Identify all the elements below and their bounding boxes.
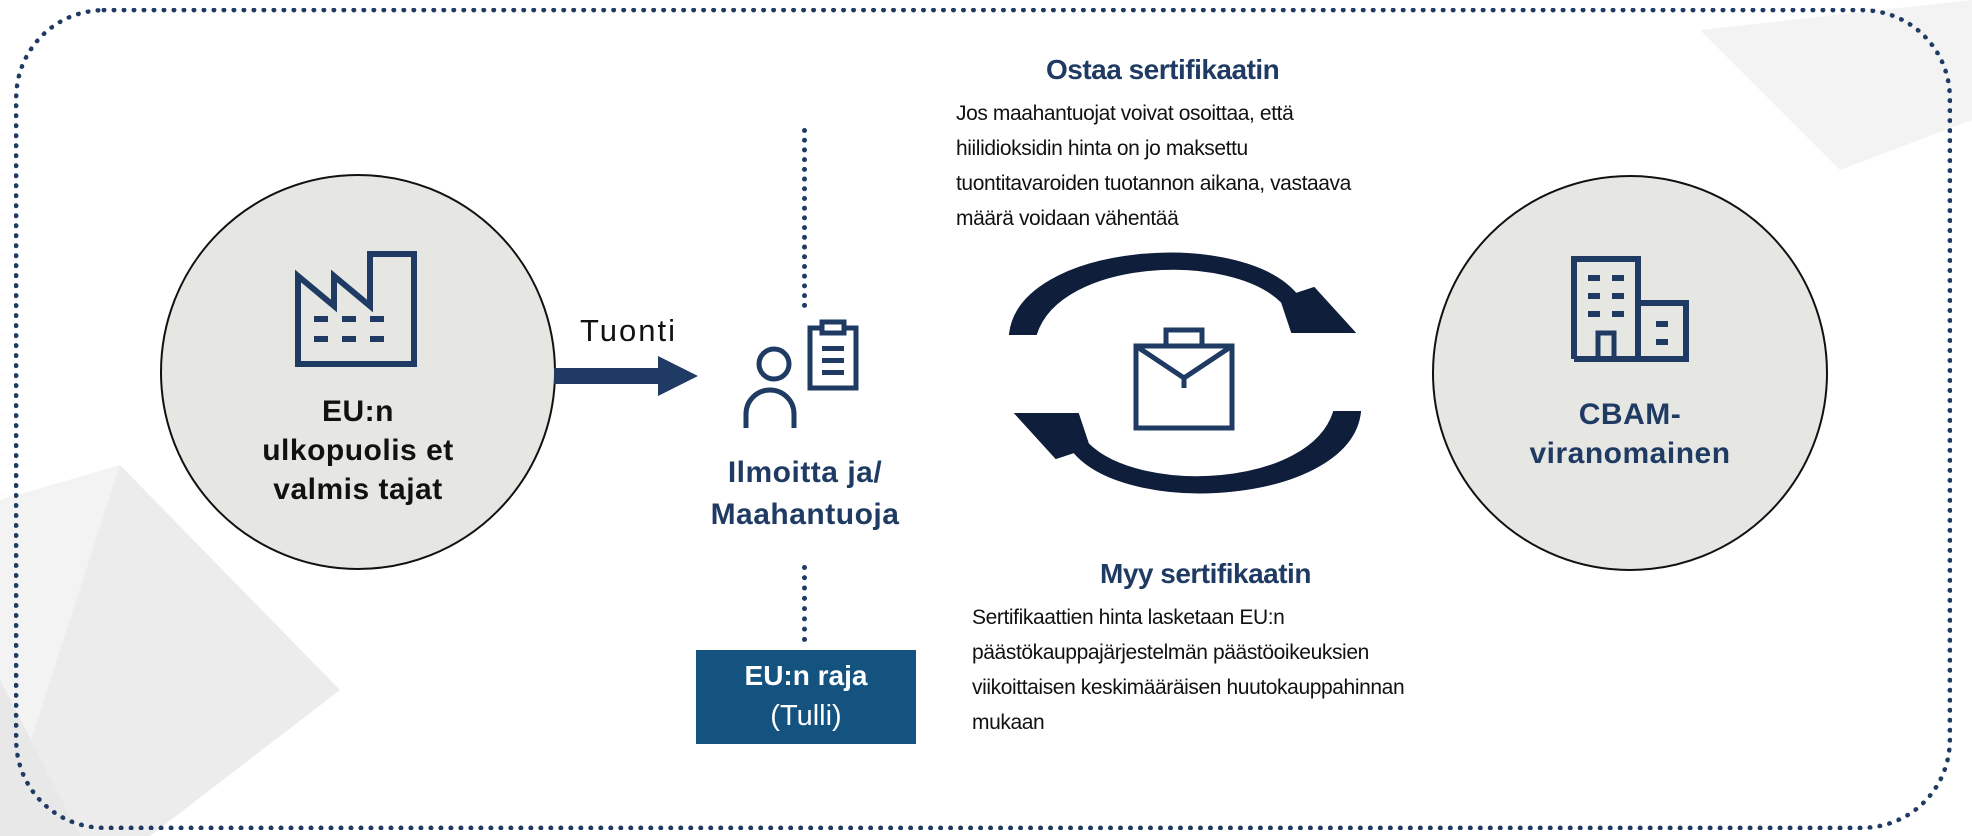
cbam-authority-node: CBAM- viranomainen xyxy=(1432,175,1828,571)
factory-icon xyxy=(295,251,417,367)
cycle-arrow-bottom xyxy=(1013,411,1362,494)
eu-border-dotted-line-top xyxy=(802,128,807,308)
office-building-icon xyxy=(1571,256,1689,362)
declarant-importer-label: Ilmoitta ja/ Maahantuoja xyxy=(710,456,900,531)
diagram-frame xyxy=(14,8,1952,830)
cycle-arrow-top xyxy=(1008,252,1357,335)
cbam-authority-label: CBAM- viranomainen xyxy=(1529,398,1731,470)
eu-border-dotted-line-bottom xyxy=(802,565,807,642)
import-label: Tuonti xyxy=(580,313,678,348)
briefcase-icon xyxy=(1133,327,1235,431)
import-arrow xyxy=(554,356,698,396)
sell-certificate-description: Sertifikaattien hinta lasketaan EU:n pää… xyxy=(972,606,1405,734)
buy-certificate-description: Jos maahantuojat voivat osoittaa, että h… xyxy=(956,102,1351,230)
eu-border-title: EU:n raja xyxy=(744,660,868,691)
eu-border-customs-box: EU:n raja (Tulli) xyxy=(696,650,916,744)
non-eu-manufacturers-node: EU:n ulkopuolis et valmis tajat xyxy=(160,174,556,570)
certificate-cycle xyxy=(1008,252,1362,494)
sell-certificate-heading: Myy sertifikaatin xyxy=(1100,558,1311,589)
customs-subtitle: (Tulli) xyxy=(770,700,842,732)
buy-certificate-heading: Ostaa sertifikaatin xyxy=(1046,54,1280,85)
person-clipboard-icon xyxy=(743,319,859,428)
non-eu-manufacturers-label: EU:n ulkopuolis et valmis tajat xyxy=(262,395,454,506)
